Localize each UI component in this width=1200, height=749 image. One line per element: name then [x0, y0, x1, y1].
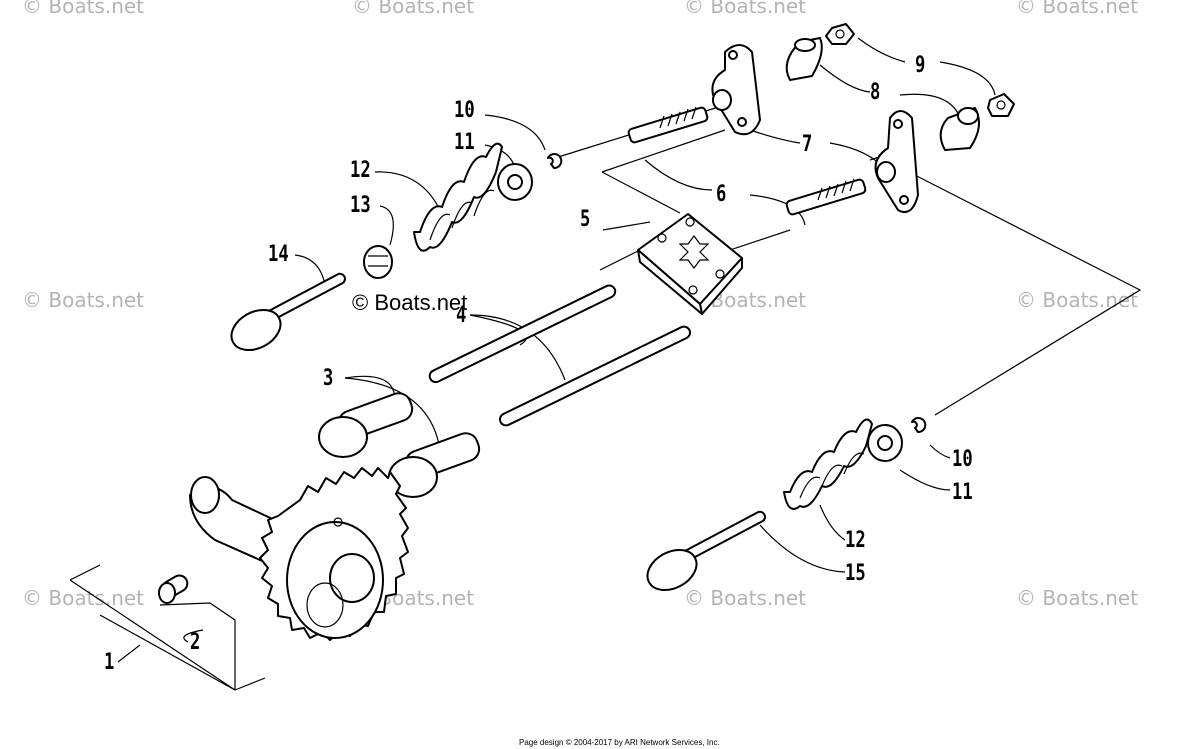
watermark: © Boats.net — [22, 288, 145, 312]
callout-6[interactable]: 6 — [716, 182, 727, 207]
callout-12-top[interactable]: 12 — [350, 158, 371, 183]
rocker-arms — [711, 44, 919, 214]
callout-7[interactable]: 7 — [802, 132, 813, 157]
push-rods — [428, 284, 691, 427]
rocker-studs — [627, 106, 867, 216]
callout-10-top[interactable]: 10 — [454, 98, 475, 123]
callout-1[interactable]: 1 — [104, 650, 115, 675]
callout-12-bottom[interactable]: 12 — [845, 528, 866, 553]
callout-15[interactable]: 15 — [845, 561, 866, 586]
watermark: © Boats.net — [1016, 586, 1139, 610]
watermark: © Boats.net — [684, 586, 807, 610]
valve-bottom — [646, 417, 927, 592]
callout-13[interactable]: 13 — [350, 193, 371, 218]
callout-11-top[interactable]: 11 — [454, 130, 475, 155]
callout-9[interactable]: 9 — [915, 53, 926, 78]
watermark: © Boats.net — [22, 586, 145, 610]
lifters — [318, 392, 481, 498]
valve-top — [230, 142, 563, 352]
watermark: © Boats.net — [352, 0, 475, 18]
callout-5[interactable]: 5 — [580, 207, 591, 232]
valve-cover-plate — [637, 213, 743, 315]
callout-3[interactable]: 3 — [323, 366, 334, 391]
watermark: © Boats.net — [684, 0, 807, 18]
boats-net-watermark: © Boats.net — [352, 290, 468, 315]
pivot-bushings — [785, 23, 1015, 151]
callout-4[interactable]: 4 — [456, 303, 467, 328]
leader-lines — [69, 37, 1142, 691]
camshaft-gear — [158, 467, 409, 641]
watermark: © Boats.net — [1016, 0, 1139, 18]
callout-8[interactable]: 8 — [870, 80, 881, 105]
watermark: © Boats.net — [1016, 288, 1139, 312]
callout-2[interactable]: 2 — [190, 630, 201, 655]
callout-14[interactable]: 14 — [268, 242, 289, 267]
callout-10-bottom[interactable]: 10 — [952, 447, 973, 472]
watermark: © Boats.net — [22, 0, 145, 18]
callout-11-bottom[interactable]: 11 — [952, 480, 973, 505]
copyright-footer: Page design © 2004-2017 by ARI Network S… — [519, 738, 720, 747]
